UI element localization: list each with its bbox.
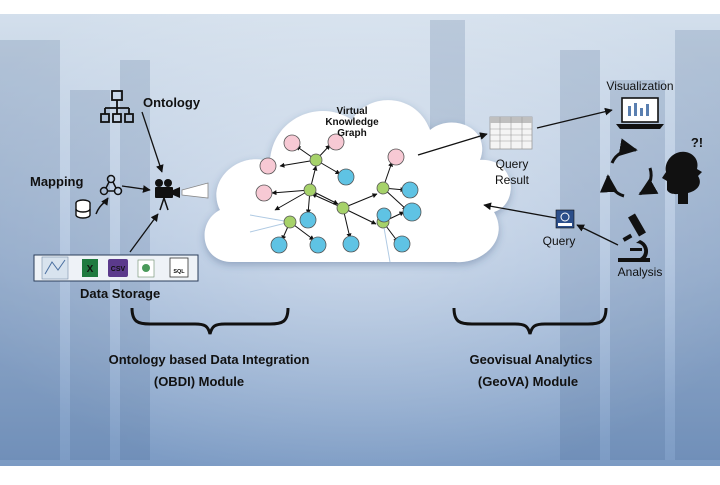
geova-module-title-line1: Geovisual Analytics [469, 352, 592, 367]
graph-node [283, 134, 301, 152]
graph-node [327, 133, 345, 151]
graph-node [259, 157, 277, 175]
microscope-icon [618, 213, 650, 262]
database-icon [75, 199, 91, 219]
query-to-cloud-arrow [483, 202, 557, 219]
analysis-label: Analysis [618, 265, 663, 279]
graph-node [376, 181, 390, 195]
query-result-label-line2: Result [495, 173, 530, 187]
graph-node [393, 235, 411, 253]
geova-brace [452, 307, 608, 335]
laptop-chart-icon [616, 97, 664, 129]
graph-node [376, 207, 392, 223]
obdi-module-title-line2: (OBDI) Module [154, 374, 244, 389]
result-to-visualization-arrow [536, 107, 613, 129]
faint-edges [249, 214, 391, 263]
visualization-label: Visualization [606, 79, 673, 93]
data-storage-label: Data Storage [80, 286, 160, 301]
storage-icons: X CSV SQL [41, 256, 189, 280]
mapping-arrow [95, 197, 109, 215]
head-icon [662, 151, 702, 204]
knowledge-graph-cloud [204, 100, 511, 263]
map-file-icon [41, 256, 69, 280]
graph-node [283, 215, 297, 229]
graph-node [309, 153, 323, 167]
graph-node [303, 183, 317, 197]
vkg-title-line2: Knowledge [325, 117, 379, 128]
sql-file-label: SQL [173, 269, 185, 275]
vkg-title-line1: Virtual [337, 106, 368, 117]
ontology-arrow [141, 111, 164, 173]
sparql-icon [555, 209, 575, 229]
graph-node [309, 236, 327, 254]
sql-file-icon [169, 257, 189, 278]
cloud-to-result-arrow [417, 132, 488, 156]
graph-node [402, 202, 422, 222]
graph-node [336, 201, 350, 215]
obdi-brace [130, 307, 290, 335]
network-icon [99, 174, 123, 196]
graph-node [401, 181, 419, 199]
graph-node [255, 184, 273, 202]
thinking-mark: ?! [691, 135, 703, 150]
graph-node [337, 168, 355, 186]
analysis-to-query-arrow [576, 224, 619, 246]
csv-file-label: CSV [111, 266, 126, 273]
mapping-label: Mapping [30, 174, 83, 189]
ontology-label: Ontology [143, 95, 201, 110]
obdi-module-title-line1: Ontology based Data Integration [109, 352, 310, 367]
mapping-to-camera-arrow [121, 185, 151, 193]
query-result-label-line1: Query [496, 157, 529, 171]
vkg-title: Virtual Knowledge Graph [325, 106, 379, 139]
graph-node [299, 211, 317, 229]
query-label: Query [543, 234, 576, 248]
graph-node [342, 235, 360, 253]
graph-nodes [255, 133, 422, 254]
storage-arrow [129, 213, 159, 253]
vkg-title-line3: Graph [337, 128, 366, 139]
hierarchy-icon [100, 90, 134, 123]
projector-beam [181, 182, 209, 199]
geova-module-title-line2: (GeoVA) Module [478, 374, 578, 389]
camera-icon [155, 179, 180, 211]
excel-file-icon [82, 259, 98, 277]
cycle-arrows-icon [599, 138, 659, 198]
table-icon [489, 116, 533, 150]
graph-node [387, 148, 405, 166]
graph-node [270, 236, 288, 254]
excel-file-label: X [87, 264, 94, 275]
csv-file-icon [108, 259, 128, 277]
